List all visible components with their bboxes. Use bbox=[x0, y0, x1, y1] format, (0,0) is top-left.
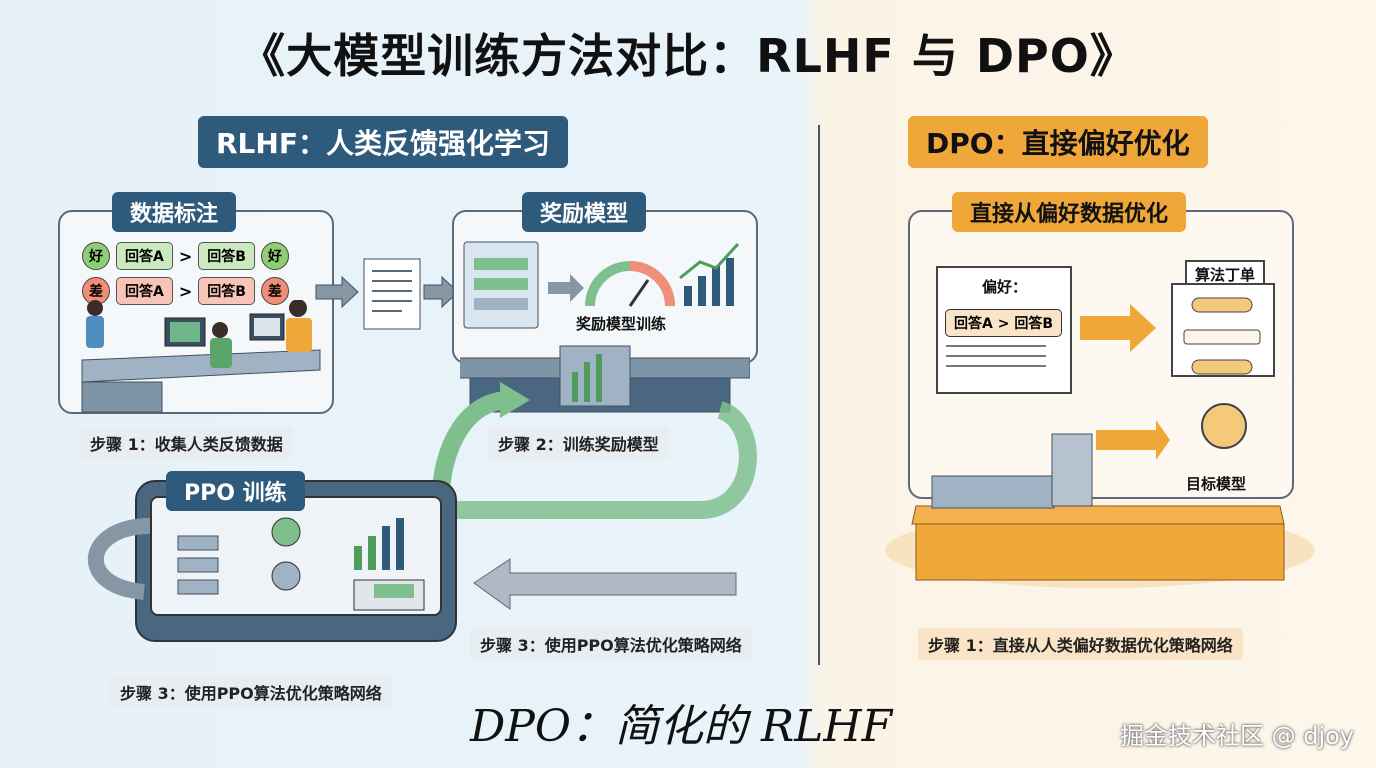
step-3-arrow-label: 步骤 3：使用PPO算法优化策略网络 bbox=[470, 628, 752, 660]
rlhf-heading: RLHF：人类反馈强化学习 bbox=[198, 116, 568, 168]
ppo-title: PPO 训练 bbox=[166, 471, 305, 511]
data-annotation-title: 数据标注 bbox=[112, 192, 237, 232]
answer-a-pill: 回答A bbox=[116, 277, 173, 305]
reward-model-illustration bbox=[460, 241, 750, 413]
step-2-label: 步骤 2：训练奖励模型 bbox=[488, 427, 669, 459]
dpo-step-label: 步骤 1：直接从人类偏好数据优化策略网络 bbox=[918, 628, 1243, 660]
dpo-panel-title: 直接从偏好数据优化 bbox=[952, 192, 1187, 232]
green-loop-arrow bbox=[431, 382, 757, 519]
annotators-illustration bbox=[81, 300, 321, 413]
good-badge: 好 bbox=[260, 242, 289, 270]
ppo-illustration bbox=[87, 517, 425, 611]
greater-than: > bbox=[178, 246, 193, 266]
step-1-label: 步骤 1：收集人类反馈数据 bbox=[80, 427, 293, 459]
preference-row-bad: 差 回答A > 回答B 差 bbox=[82, 277, 289, 305]
dpo-flow-illustration bbox=[1080, 283, 1275, 460]
reward-model-title: 奖励模型 bbox=[522, 192, 647, 232]
back-arrow bbox=[473, 558, 737, 610]
preference-pill: 回答A > 回答B bbox=[945, 309, 1062, 337]
greater-than: > bbox=[178, 281, 193, 301]
flow-arrows-1 bbox=[315, 258, 459, 330]
watermark: 掘金技术社区 @ djoy bbox=[1119, 722, 1354, 750]
reward-training-label: 奖励模型训练 bbox=[576, 315, 667, 333]
preference-row-good: 好 回答A > 回答B 好 bbox=[82, 242, 289, 270]
answer-a-pill: 回答A bbox=[116, 242, 173, 270]
step-3-label: 步骤 3：使用PPO算法优化策略网络 bbox=[110, 676, 392, 708]
page-title: 《大模型训练方法对比：RLHF 与 DPO》 bbox=[239, 29, 1137, 83]
center-divider bbox=[818, 125, 820, 665]
preference-text-lines bbox=[946, 345, 1046, 367]
answer-b-pill: 回答B bbox=[198, 277, 255, 305]
target-model-label: 目标模型 bbox=[1186, 475, 1247, 493]
dpo-heading: DPO：直接偏好优化 bbox=[908, 116, 1208, 168]
answer-b-pill: 回答B bbox=[198, 242, 255, 270]
dpo-platform bbox=[885, 433, 1315, 588]
good-badge: 好 bbox=[82, 242, 110, 270]
subtitle: DPO：简化的 RLHF bbox=[470, 701, 893, 752]
preference-label: 偏好： bbox=[982, 278, 1028, 296]
bad-badge: 差 bbox=[260, 277, 289, 305]
